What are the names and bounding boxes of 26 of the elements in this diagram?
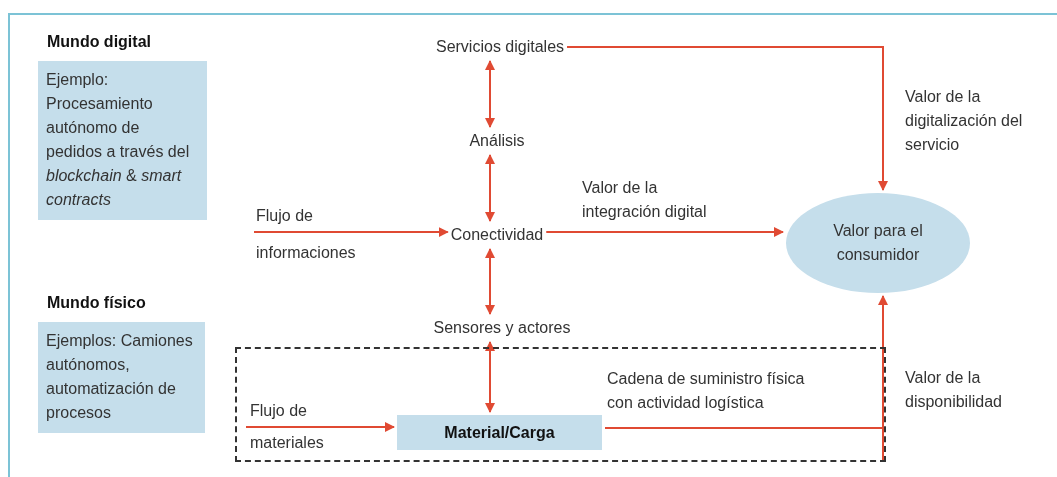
section-heading: Mundo físico xyxy=(46,293,147,313)
material-box: Material/Carga xyxy=(397,415,602,450)
value-label: Valor de la disponibilidad xyxy=(905,368,1003,412)
connector-arrow xyxy=(485,341,495,413)
edge-label: Valor de la digitalización del servicio xyxy=(905,87,1023,155)
connector-arrow xyxy=(604,295,888,461)
edge-label: Flujo de informaciones xyxy=(256,206,357,263)
edge-label: Flujo de materiales xyxy=(250,401,325,453)
connector-arrow xyxy=(485,60,495,128)
connector-arrow xyxy=(485,154,495,222)
dashed-region xyxy=(235,347,886,462)
node-label: Sensores y actores xyxy=(433,317,571,339)
example-box: Ejemplo: Procesamiento autónomo de pedidos a través del blockchain & smart contracts xyxy=(38,61,207,220)
edge-label: Valor de la integración digital xyxy=(582,178,708,222)
connector-arrow xyxy=(566,46,888,191)
edge-label: Cadena de suministro física con actividad logística xyxy=(607,369,806,413)
node-label: Servicios digitales xyxy=(435,36,565,58)
connector-arrow xyxy=(485,248,495,315)
node-label: Conectividad xyxy=(450,224,544,246)
section-heading: Mundo digital xyxy=(46,32,152,52)
example-box: Ejemplos: Camiones autónomos, automatización de procesos xyxy=(38,322,205,433)
connector-arrow xyxy=(253,227,449,237)
connector-arrow xyxy=(545,227,784,237)
connector-arrow xyxy=(245,422,395,432)
value-ellipse: Valor para el consumidor xyxy=(786,193,970,293)
node-label: Análisis xyxy=(469,130,525,152)
